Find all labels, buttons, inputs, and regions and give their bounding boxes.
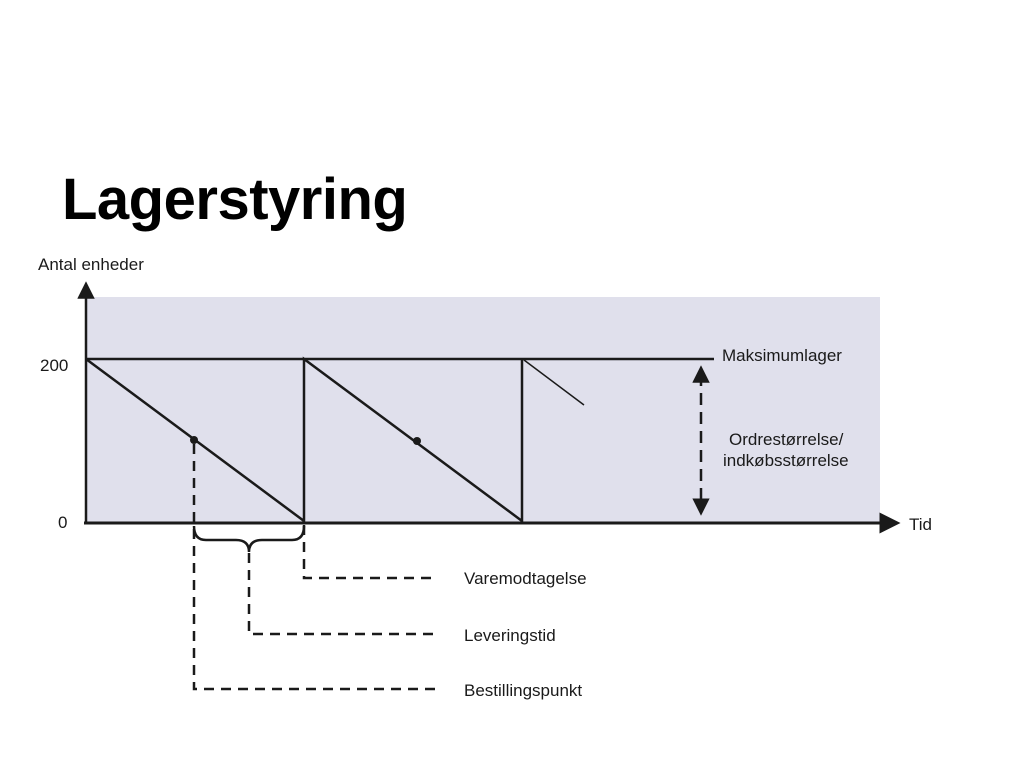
inventory-continuation-line: [523, 359, 585, 406]
reorder-point-marker-2: [413, 437, 421, 445]
y-tick-200: 200: [40, 356, 68, 375]
inventory-sawtooth-line: [85, 356, 524, 524]
plot-background: [86, 297, 880, 523]
reorder-point-marker-1: [190, 436, 198, 444]
lead-time-leader-line: [247, 553, 440, 636]
x-axis-label: Tid: [909, 515, 932, 534]
reorder-point-label: Bestillingspunkt: [464, 681, 582, 700]
max-level-label: Maksimumlager: [722, 346, 842, 365]
lead-time-label: Leveringstid: [464, 626, 556, 645]
receipt-label: Varemodtagelse: [464, 569, 587, 588]
receipt-leader-line: [302, 525, 438, 580]
y-axis-label: Antal enheder: [38, 255, 144, 274]
lead-time-brace: [192, 525, 306, 553]
reorder-point-leader-line: [192, 444, 440, 691]
order-size-label-line2: indkøbsstørrelse: [723, 451, 849, 470]
order-size-label-line1: Ordrestørrelse/: [729, 430, 844, 449]
y-tick-0: 0: [58, 513, 67, 532]
slide-title: Lagerstyring: [62, 167, 408, 232]
